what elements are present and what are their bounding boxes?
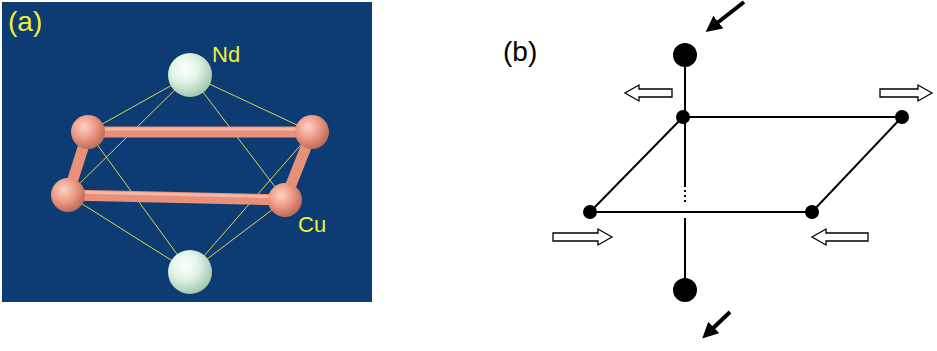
nd-atom bbox=[673, 43, 697, 67]
panel-background bbox=[2, 2, 372, 302]
cu-atom bbox=[71, 115, 105, 149]
nd-atom bbox=[168, 53, 212, 97]
displacement-arrow bbox=[553, 85, 932, 245]
cu-atom bbox=[51, 178, 85, 212]
cu-atom bbox=[583, 205, 597, 219]
panel-label: (b) bbox=[503, 38, 537, 66]
cu-atom bbox=[295, 115, 329, 149]
panel-label: (a) bbox=[8, 8, 42, 36]
nd-atom bbox=[673, 278, 697, 302]
structure-lines bbox=[590, 55, 902, 290]
yellow-bonds bbox=[68, 75, 312, 272]
nd-displacement-arrow bbox=[708, 2, 744, 333]
cu-atom bbox=[268, 183, 302, 217]
atom-label: Cu bbox=[298, 214, 326, 236]
atom-label: Nd bbox=[212, 44, 240, 66]
cu-atom bbox=[805, 205, 819, 219]
nd-atom bbox=[168, 250, 212, 294]
cu-atom bbox=[895, 110, 909, 124]
cu-atom bbox=[676, 110, 690, 124]
cu-bond-highlights bbox=[70, 129, 310, 197]
